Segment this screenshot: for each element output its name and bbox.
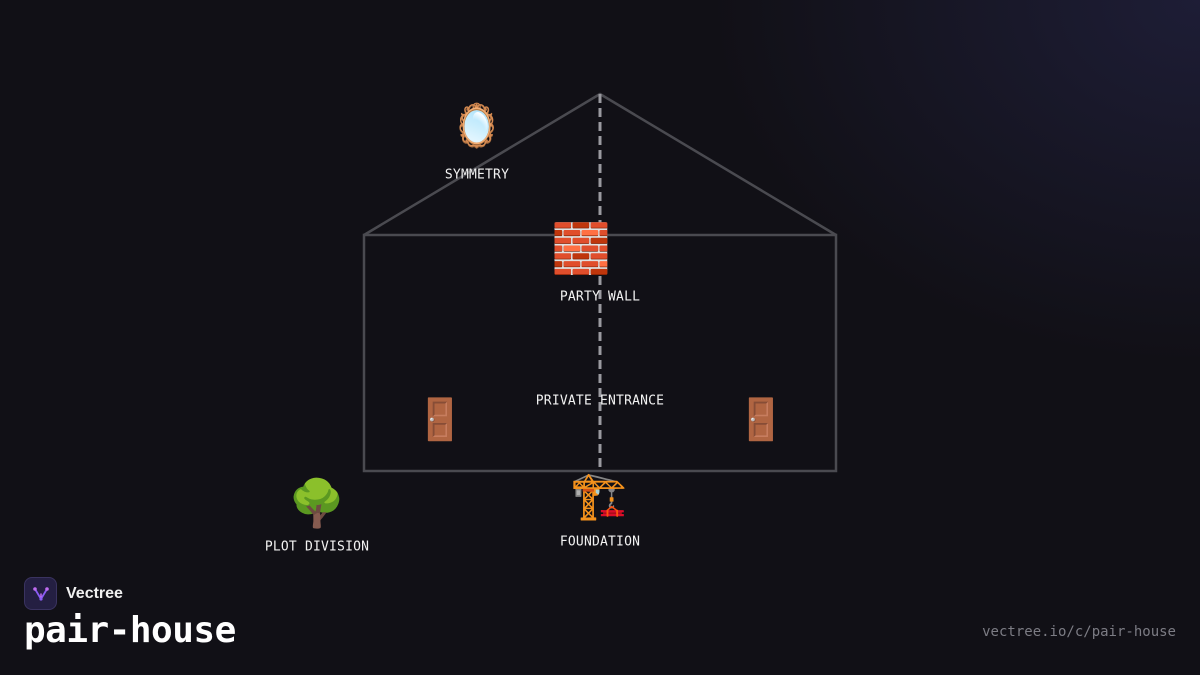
node-label-private-entrance: PRIVATE ENTRANCE: [535, 393, 665, 409]
brand-name: Vectree: [66, 584, 123, 602]
page-url[interactable]: vectree.io/c/pair-house: [982, 624, 1176, 640]
brick-icon: 🧱: [551, 221, 611, 277]
page-title: pair-house: [24, 610, 236, 651]
node-label-party-wall: PARTY WALL: [559, 289, 641, 305]
node-label-plot-division: PLOT DIVISION: [264, 539, 370, 555]
node-label-symmetry: SYMMETRY: [444, 167, 510, 183]
vectree-logo-icon: [24, 577, 57, 610]
node-label-foundation: FOUNDATION: [559, 534, 641, 550]
brand[interactable]: Vectree: [24, 577, 123, 610]
door-icon-right: 🚪: [736, 397, 786, 443]
tree-icon: 🌳: [288, 476, 346, 530]
door-icon-left: 🚪: [415, 397, 465, 443]
construction-crane-icon: 🏗️: [570, 468, 628, 522]
mirror-icon: 🪞: [450, 101, 504, 150]
